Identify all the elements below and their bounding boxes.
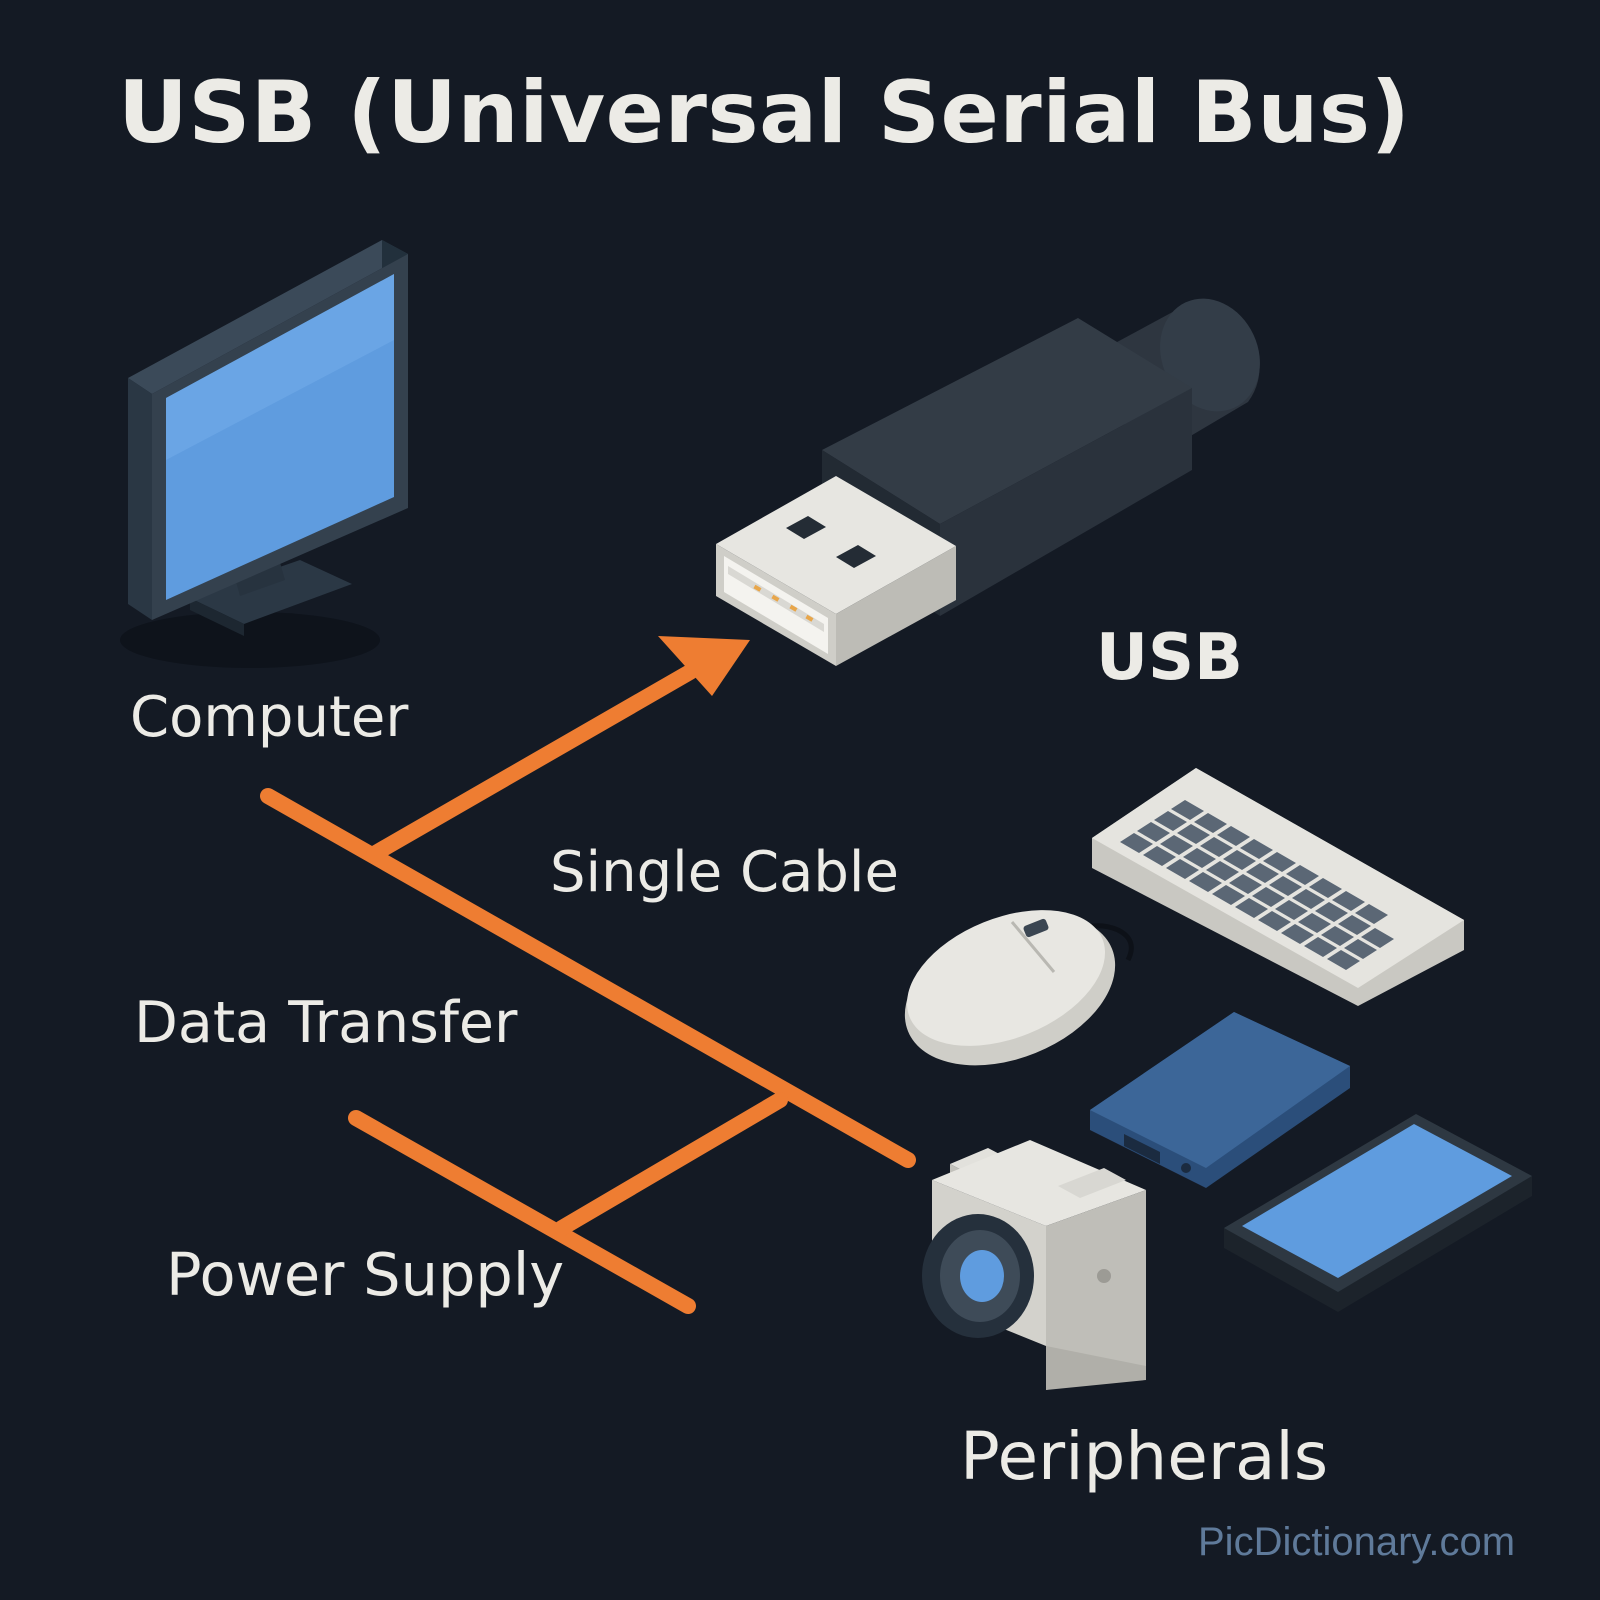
keyboard-key xyxy=(1160,835,1193,855)
keyboard-key xyxy=(1217,826,1250,846)
keyboard-key xyxy=(1171,800,1204,820)
keyboard-key xyxy=(1240,839,1273,859)
keyboard-key xyxy=(1258,911,1291,931)
computer-label: Computer xyxy=(130,685,409,750)
camera-icon xyxy=(922,1140,1146,1390)
power-supply-label: Power Supply xyxy=(166,1240,565,1309)
usb-plug-icon xyxy=(716,298,1260,666)
keyboard-key xyxy=(1361,928,1394,948)
tablet-icon xyxy=(1224,1114,1532,1312)
data-transfer-label: Data Transfer xyxy=(134,990,518,1056)
keyboard-key xyxy=(1194,813,1227,833)
keyboard-key xyxy=(1332,891,1365,911)
keyboard-keys xyxy=(1120,800,1394,970)
keyboard-key xyxy=(1298,913,1331,933)
keyboard-key xyxy=(1183,848,1216,868)
keyboard-key xyxy=(1189,872,1222,892)
keyboard-icon xyxy=(1092,768,1464,1006)
keyboard-key xyxy=(1143,846,1176,866)
keyboard-key xyxy=(1309,878,1342,898)
mouse-icon xyxy=(904,910,1134,1066)
keyboard-key xyxy=(1235,898,1268,918)
keyboard-key xyxy=(1269,876,1302,896)
keyboard-key xyxy=(1166,859,1199,879)
keyboard-key xyxy=(1292,889,1325,909)
keyboard-key xyxy=(1321,926,1354,946)
keyboard-key xyxy=(1275,900,1308,920)
keyboard-key xyxy=(1246,863,1279,883)
usb-label: USB xyxy=(1096,621,1243,695)
keyboard-key xyxy=(1344,939,1377,959)
keyboard-key xyxy=(1315,902,1348,922)
keyboard-key xyxy=(1137,822,1170,842)
power-supply-line xyxy=(348,1110,696,1314)
peripherals-label: Peripherals xyxy=(960,1418,1329,1495)
keyboard-key xyxy=(1200,837,1233,857)
keyboard-key xyxy=(1177,824,1210,844)
arrow-head-icon xyxy=(658,636,750,696)
computer-monitor-icon xyxy=(120,240,408,668)
keyboard-key xyxy=(1223,850,1256,870)
keyboard-key xyxy=(1338,915,1371,935)
keyboard-key xyxy=(1263,852,1296,872)
keyboard-key xyxy=(1120,833,1153,853)
single-cable-branch-line xyxy=(366,664,698,862)
watermark: PicDictionary.com xyxy=(1198,1520,1516,1564)
page-title: USB (Universal Serial Bus) xyxy=(118,63,1411,163)
data-power-branch-line xyxy=(554,1092,788,1236)
keyboard-key xyxy=(1281,924,1314,944)
keyboard-key xyxy=(1206,861,1239,881)
keyboard-key xyxy=(1304,937,1337,957)
external-drive-icon xyxy=(1090,1012,1350,1188)
keyboard-key xyxy=(1212,885,1245,905)
single-cable-label: Single Cable xyxy=(550,840,899,905)
keyboard-key xyxy=(1286,865,1319,885)
keyboard-key xyxy=(1154,811,1187,831)
keyboard-key xyxy=(1252,887,1285,907)
keyboard-key xyxy=(1355,904,1388,924)
keyboard-key xyxy=(1229,874,1262,894)
keyboard-key xyxy=(1327,950,1360,970)
connection-lines xyxy=(260,664,916,1314)
